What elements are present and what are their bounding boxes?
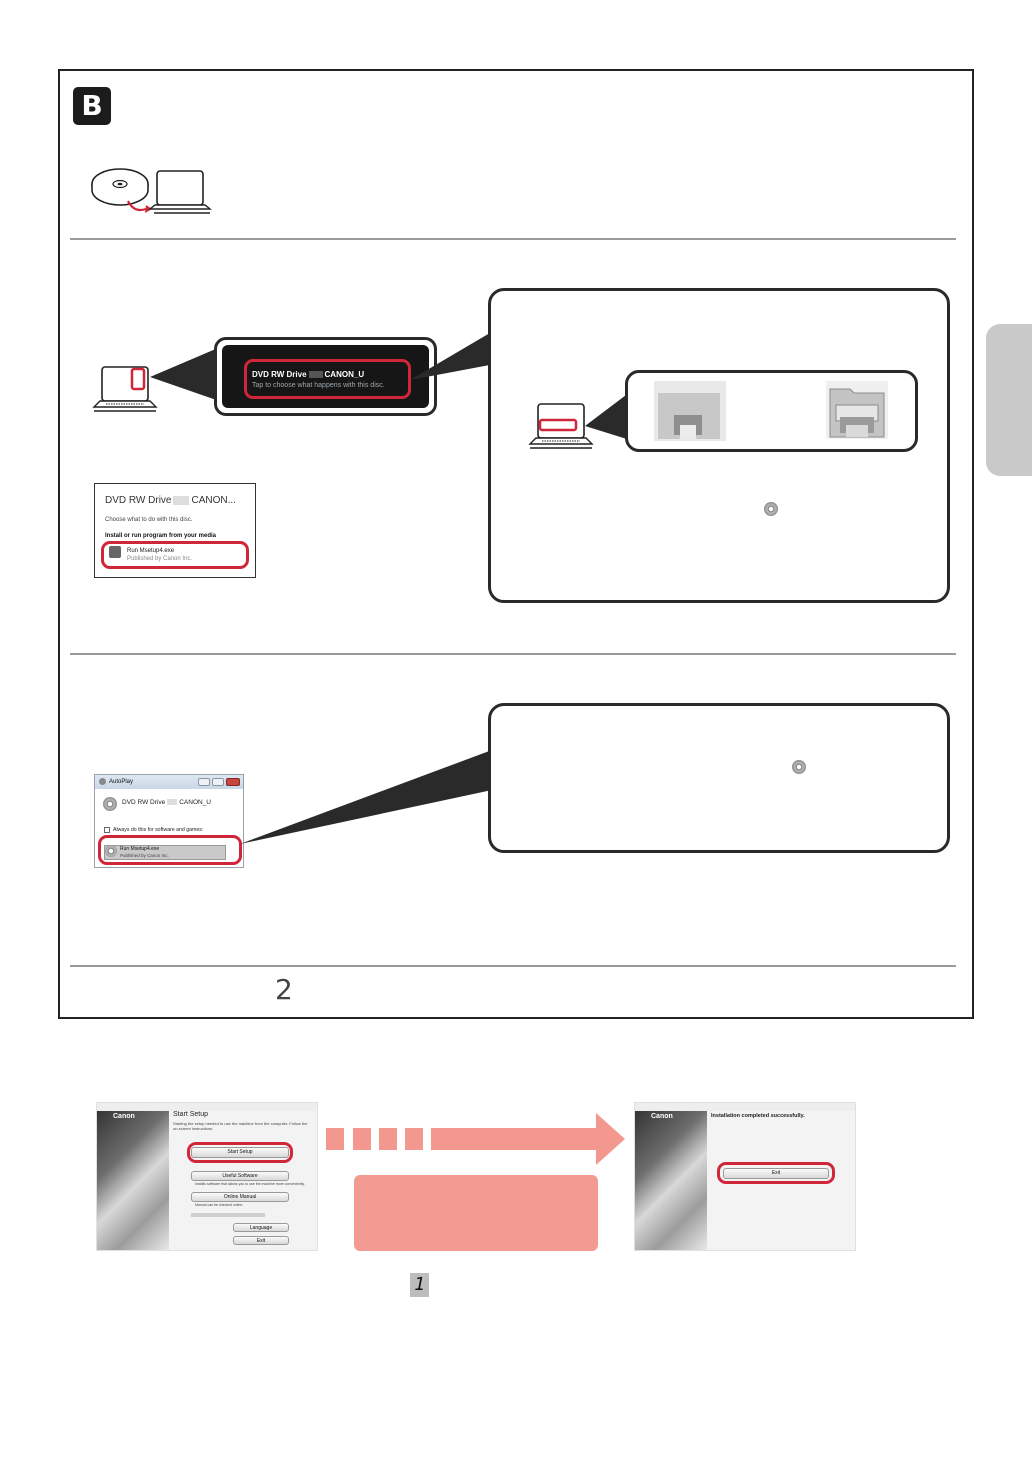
panel-title: DVD RW Drive CANON...: [105, 495, 236, 506]
callout-pointer: [240, 750, 492, 844]
divider: [70, 653, 956, 655]
autoplay-panel: DVD RW Drive CANON... Choose what to do w…: [94, 483, 256, 578]
completion-message: Installation completed successfully.: [711, 1113, 805, 1119]
volume-label: CANON_U: [324, 370, 365, 379]
file-explorer-icon[interactable]: [654, 381, 726, 441]
volume-label: CANON...: [191, 495, 236, 506]
divider: [70, 965, 956, 967]
section-frame: [58, 69, 974, 1019]
photo-collage: [635, 1103, 707, 1250]
option-sub: Published by Canon Inc.: [127, 556, 193, 562]
cd-app-icon: [109, 546, 121, 558]
setup-screenshot: Canon Start Setup Starting the setup nee…: [96, 1102, 318, 1251]
section-badge: B: [73, 87, 111, 125]
useful-desc: Installs software that allows you to use…: [195, 1182, 305, 1186]
note-box: [354, 1175, 598, 1251]
disc-to-laptop-icon: [91, 168, 212, 214]
drive-label: DVD RW Drive: [105, 495, 172, 506]
callout-pointer: [585, 392, 630, 440]
always-checkbox[interactable]: [104, 827, 110, 833]
highlight-ring: [244, 359, 411, 399]
cd-app-icon: [105, 845, 117, 857]
useful-software-button[interactable]: Useful Software: [191, 1171, 289, 1181]
redacted-letter: [308, 371, 323, 379]
window-drive-title: DVD RW Drive CANON_U: [122, 799, 211, 806]
step-number: 2: [275, 973, 293, 1006]
autoplay-window: AutoPlay DVD RW Drive CANON_U Always do t…: [94, 774, 244, 868]
photo-collage: [97, 1103, 169, 1250]
checkbox-label: Always do this for software and games:: [113, 827, 204, 833]
highlight-ring: [98, 835, 242, 865]
language-button[interactable]: Language: [233, 1223, 289, 1232]
volume-label: CANON_U: [179, 799, 212, 806]
manual-desc: Manual can be checked online.: [195, 1203, 244, 1207]
run-msetup-option[interactable]: [101, 541, 249, 569]
blurred-line: [191, 1213, 265, 1217]
divider: [70, 238, 956, 240]
start-setup-button[interactable]: Start Setup: [191, 1147, 289, 1158]
highlight-ring: [187, 1142, 293, 1163]
drive-label: DVD RW Drive: [122, 799, 166, 806]
printer-display: 1: [410, 1273, 429, 1297]
info-callout: [488, 703, 950, 853]
setup-desc: Starting the setup needed to use the mac…: [173, 1121, 308, 1131]
close-button[interactable]: [226, 778, 240, 786]
setup-title: Start Setup: [173, 1111, 209, 1118]
arrow-dash: [405, 1128, 423, 1150]
callout-pointer: [410, 330, 495, 380]
autoplay-icon: [99, 778, 106, 785]
exit-button[interactable]: Exit: [723, 1168, 829, 1179]
laptop-icon: [92, 366, 158, 412]
side-tab: [986, 324, 1032, 476]
redacted-letter: [173, 495, 190, 505]
msetup-icon: [764, 502, 778, 516]
option-title: Run Msetup4.exe: [120, 846, 160, 852]
progress-arrow: [431, 1113, 625, 1165]
option-sub: Published by Canon Inc.: [120, 853, 169, 858]
option-title: Run Msetup4.exe: [127, 548, 175, 554]
arrow-dash: [379, 1128, 397, 1150]
window-titlebar: [635, 1103, 855, 1111]
complete-screenshot: Canon Installation completed successfull…: [634, 1102, 856, 1251]
msetup-icon: [792, 760, 806, 774]
run-msetup-option[interactable]: [104, 845, 226, 860]
dvd-notification[interactable]: DVD RW Drive CANON_U Tap to choose what h…: [214, 337, 437, 416]
redacted-letter: [167, 799, 178, 806]
cd-drive-icon: [103, 797, 117, 811]
window-titlebar: [97, 1103, 317, 1111]
drive-label: DVD RW Drive: [252, 370, 307, 379]
panel-section: Install or run program from your media: [105, 533, 217, 539]
file-explorer-icon[interactable]: [826, 381, 888, 439]
canon-logo: Canon: [651, 1113, 673, 1120]
arrow-dash: [326, 1128, 344, 1150]
minimize-button[interactable]: [198, 778, 210, 786]
panel-prompt: Choose what to do with this disc.: [105, 517, 193, 523]
window-title: AutoPlay: [109, 779, 134, 785]
highlight-ring: [717, 1162, 835, 1184]
arrow-dash: [353, 1128, 371, 1150]
canon-logo: Canon: [113, 1113, 135, 1120]
maximize-button[interactable]: [212, 778, 224, 786]
laptop-icon: [528, 403, 594, 449]
notification-hint: Tap to choose what happens with this dis…: [252, 382, 385, 389]
online-manual-button[interactable]: Online Manual: [191, 1192, 289, 1202]
callout-pointer: [150, 345, 225, 403]
exit-button[interactable]: Exit: [233, 1236, 289, 1245]
